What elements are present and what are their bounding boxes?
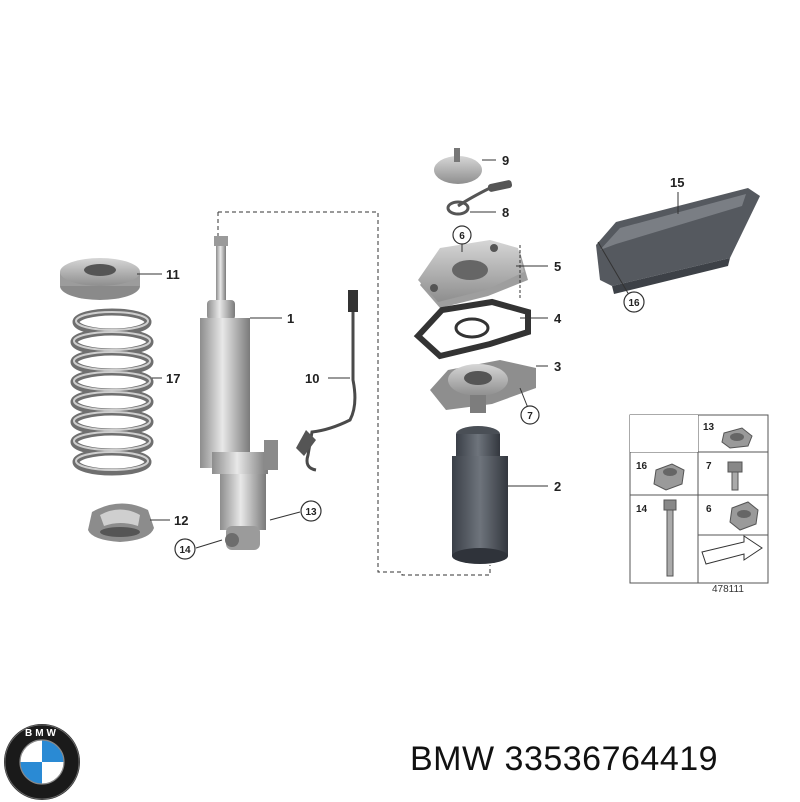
callout-17: 17 bbox=[166, 371, 180, 386]
legend-label-7: 7 bbox=[706, 461, 712, 472]
svg-text:16: 16 bbox=[628, 298, 640, 309]
part-gasket bbox=[413, 298, 531, 360]
legend-bolt-14 bbox=[663, 499, 677, 577]
legend-label-16: 16 bbox=[636, 461, 648, 472]
legend-nut-16 bbox=[653, 463, 685, 491]
part-spring-pad-lower bbox=[88, 503, 154, 542]
part-sensor-cable bbox=[296, 290, 358, 472]
part-shock-absorber bbox=[200, 236, 278, 550]
part-dust-boot bbox=[452, 426, 508, 564]
svg-text:6: 6 bbox=[459, 231, 465, 242]
callout-circle-14: 14 bbox=[174, 538, 196, 560]
callout-1: 1 bbox=[287, 311, 294, 326]
svg-text:14: 14 bbox=[179, 545, 191, 556]
callout-circle-16: 16 bbox=[623, 291, 645, 313]
caption-brand: BMW bbox=[410, 740, 495, 778]
part-mount-plate bbox=[418, 240, 528, 308]
svg-text:7: 7 bbox=[527, 411, 533, 422]
callout-3: 3 bbox=[554, 359, 561, 374]
legend-label-6: 6 bbox=[706, 504, 712, 515]
part-top-cap bbox=[434, 148, 482, 184]
svg-text:13: 13 bbox=[305, 507, 317, 518]
callout-2: 2 bbox=[554, 479, 561, 494]
part-spring-seat-upper bbox=[60, 258, 140, 300]
callout-10: 10 bbox=[305, 371, 319, 386]
caption-part-number: 33536764419 bbox=[504, 740, 719, 778]
part-strut-mount bbox=[430, 360, 536, 413]
callout-circle-6: 6 bbox=[452, 225, 472, 245]
leader-lines bbox=[137, 159, 679, 549]
callout-4: 4 bbox=[554, 311, 562, 326]
legend-label-14: 14 bbox=[636, 504, 648, 515]
legend-label-13: 13 bbox=[703, 422, 715, 433]
part-coil-spring-highlight bbox=[73, 311, 151, 471]
callout-12: 12 bbox=[174, 513, 188, 528]
legend-nut-13 bbox=[721, 427, 753, 449]
callout-15: 15 bbox=[670, 175, 684, 190]
diagram-reference-number: 478111 bbox=[712, 584, 744, 595]
logo-quadrant-blue-top bbox=[42, 740, 64, 762]
part-caption: BMW 33536764419 bbox=[410, 740, 718, 779]
callout-circle-7: 7 bbox=[520, 405, 540, 425]
logo-quadrant-blue-bottom bbox=[20, 762, 42, 784]
callout-9: 9 bbox=[502, 153, 509, 168]
legend-nut-6 bbox=[729, 501, 759, 531]
callout-circle-13: 13 bbox=[300, 500, 322, 522]
part-strut-cover bbox=[596, 188, 760, 294]
part-sensor-clip bbox=[446, 180, 513, 216]
legend-bolt-7 bbox=[727, 461, 743, 491]
callout-5: 5 bbox=[554, 259, 561, 274]
callout-11: 11 bbox=[166, 267, 180, 282]
bmw-roundel-icon: BMW bbox=[4, 724, 80, 800]
logo-text: BMW bbox=[25, 728, 59, 739]
fastener-legend: 13 16 7 14 6 478111 bbox=[629, 414, 769, 595]
arrow-icon bbox=[701, 535, 763, 565]
callout-8: 8 bbox=[502, 205, 509, 220]
